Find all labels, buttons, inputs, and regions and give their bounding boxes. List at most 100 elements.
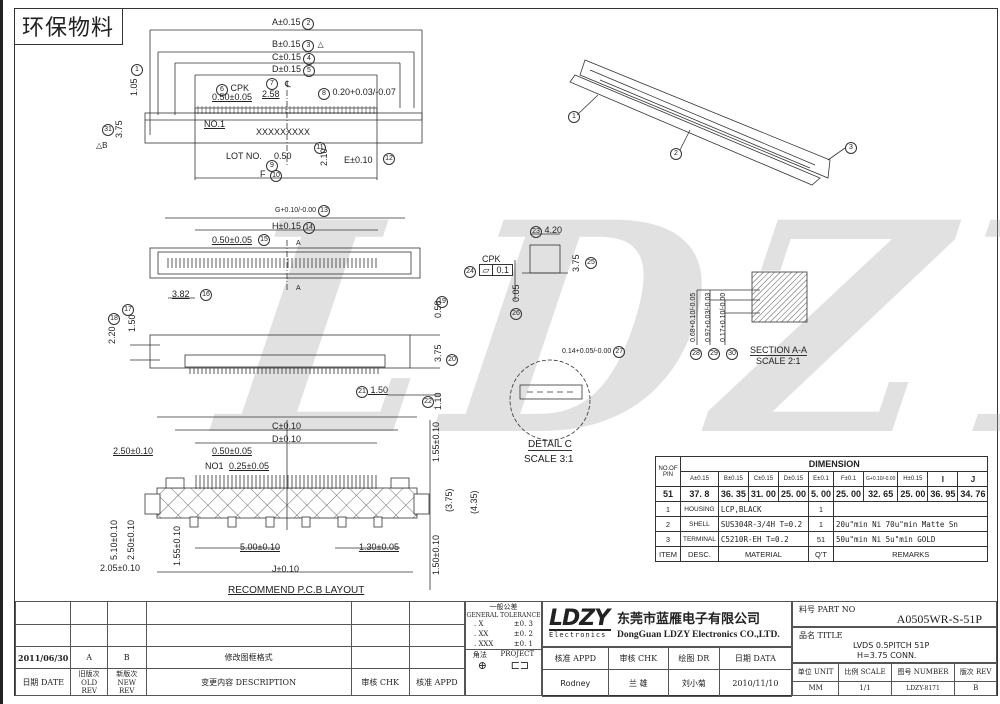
part-no-label: 料号 PART NO <box>799 605 856 614</box>
dim-front-pitch: 0.50±0.05 <box>212 235 252 245</box>
dim-offset-ref: 16 <box>198 289 212 301</box>
cell: 1/1 <box>838 680 892 697</box>
pcb-dim-510: 5.10±0.10 <box>109 520 119 560</box>
bom-row: 1 HOUSING LCP,BLACK 1 <box>655 501 989 517</box>
pcb-pitch: 0.50±0.05 <box>212 446 252 456</box>
cell: 51 <box>655 486 681 502</box>
flatness-callout: 24 ▱0.1 <box>462 264 513 278</box>
cell: 图号 NUMBER <box>890 663 956 682</box>
cell: TERMINAL <box>680 531 719 547</box>
cell <box>350 624 410 647</box>
dim-21: 21 1.50 <box>354 386 388 398</box>
col-header: A±0.15 <box>680 471 719 487</box>
cell <box>145 601 352 625</box>
pcb-pin-width: 0.25±0.05 <box>229 461 269 471</box>
company-names: 东莞市蓝雁电子有限公司 DongGuan LDZY Electronics CO… <box>617 608 780 640</box>
pcb-height-total: (4.35) <box>469 490 479 514</box>
dim-22: 1.10 <box>433 392 443 410</box>
cell: B <box>954 680 997 697</box>
tolerance-block: 一般公差 GENERAL TOLERANCE . X±0. 3 . XX±0. … <box>465 601 542 696</box>
section-dim-30: 0.17+0.10/-0.00 <box>720 292 727 342</box>
col-header: I <box>927 471 959 487</box>
projection-cone-icon: ⊏⊐ <box>510 659 530 672</box>
part-no-block: 料号 PART NO A0505WR-S-51P <box>792 601 997 627</box>
cell: Rodney <box>542 669 609 697</box>
part-no-value: A0505WR-S-51P <box>896 612 982 626</box>
dim-side-height: 3.75 <box>571 254 581 272</box>
cell: 5. 00 <box>807 486 835 502</box>
col-header: C±0.15 <box>747 471 779 487</box>
dim-18: 2.20 <box>107 326 117 344</box>
cell: 1 <box>655 501 681 517</box>
flatness-icon: ▱ <box>478 264 494 276</box>
cell: 日期 DATE <box>14 668 72 696</box>
dim-height-1-ref: 1 <box>129 64 143 76</box>
cell: DESC. <box>680 546 719 562</box>
pcb-dim-c: C±0.10 <box>272 421 301 431</box>
pcb-top-gap: 1.55±0.10 <box>431 422 441 462</box>
cell: 31. 00 <box>747 486 779 502</box>
pcb-dim-155: 1.55±0.10 <box>172 526 182 566</box>
dim-slot: 0.50 <box>274 151 292 161</box>
cell <box>14 601 72 625</box>
cell <box>70 601 108 625</box>
pcb-pad-pitch: 5.00±0.10 <box>240 542 280 552</box>
dim-20: 3.75 <box>433 344 443 362</box>
title-line-1: LVDS 0.5PITCH 51P <box>853 641 930 650</box>
col-header: E±0.1 <box>807 471 835 487</box>
title-label: 品名 TITLE <box>799 631 843 640</box>
section-dim-29-ref: 29 <box>706 348 720 360</box>
dim-20-ref: 20 <box>444 354 458 366</box>
cell: 审核 CHK <box>350 668 410 696</box>
cell: A <box>70 646 108 669</box>
cell: MATERIAL <box>717 546 809 562</box>
iso-callout-2: 2 <box>668 148 682 160</box>
cell <box>832 501 989 517</box>
dim-height-2: 3.75 <box>114 120 124 138</box>
dim-slot-height-ref: 11 <box>312 142 326 154</box>
tolerance-row: . X±0. 3 <box>474 620 533 628</box>
cell: REMARKS <box>832 546 989 562</box>
cell: 36. 95 <box>927 486 959 502</box>
section-aa-title: SECTION A-A <box>750 345 808 356</box>
pcb-dim-205: 2.05±0.10 <box>100 563 140 573</box>
dim-offset: 3.82 <box>172 289 190 299</box>
cell: B <box>106 646 147 669</box>
col-header: D±0.15 <box>777 471 809 487</box>
detail-c-scale: SCALE 3:1 <box>524 454 574 465</box>
cell <box>14 624 72 647</box>
revision-flag-icon: △ <box>317 40 324 49</box>
dimension-table: NO.OF PIN DIMENSION A±0.15 B±0.15 C±0.15… <box>655 456 989 562</box>
revision-row <box>14 624 466 647</box>
pin-1-label: NO.1 <box>204 119 226 129</box>
cell: 比例 SCALE <box>838 663 892 682</box>
tolerance-title-cn: 一般公差 <box>489 603 518 611</box>
cell <box>350 646 410 669</box>
dim-center-offset: 2.58 <box>262 89 280 99</box>
cell: 核准 APPD <box>542 647 609 670</box>
pcb-height-ref: (3.75) <box>444 488 454 512</box>
iso-callout-3: 3 <box>843 142 857 154</box>
cell: 51 <box>807 531 835 547</box>
logo-subtext: Electronics <box>549 629 611 639</box>
tolerance-row: . XX±0. 2 <box>474 630 533 638</box>
pcb-layout-title: RECOMMEND P.C.B LAYOUT <box>228 585 365 596</box>
cell: 2011/06/30 <box>14 646 72 669</box>
pcb-dim-j: J±0.10 <box>272 564 299 574</box>
cell: 1 <box>807 501 835 517</box>
pcb-pin1: NO1 <box>205 461 224 471</box>
pcb-bottom-gap: 1.50±0.10 <box>431 535 441 575</box>
col-header: F±0.1 <box>832 471 865 487</box>
company-name-cn: 东莞市蓝雁电子有限公司 <box>617 612 761 627</box>
projection-symbols: ⊕ ⊏⊐ <box>466 660 541 671</box>
section-dim-30-ref: 30 <box>724 348 738 360</box>
first-angle-projection-icon: ⊕ <box>477 659 487 672</box>
tolerance-row: . XXX±0. 1 <box>466 639 541 650</box>
cell: 32. 65 <box>863 486 899 502</box>
cell: 34. 76 <box>957 486 989 502</box>
